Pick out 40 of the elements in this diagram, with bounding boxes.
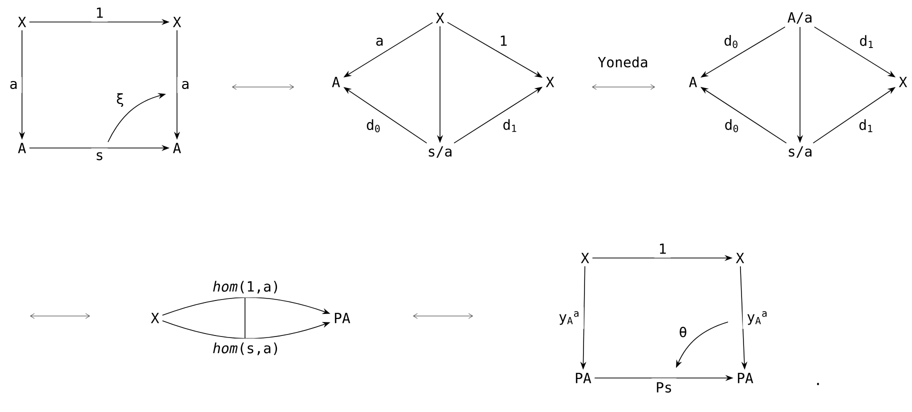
object-label: PA <box>738 372 754 384</box>
edge-label: d$_{0}$ <box>720 115 744 136</box>
object-label: A <box>689 76 697 88</box>
edge-label: y$_{A}$a <box>554 307 584 329</box>
object-label: X <box>580 252 590 264</box>
object-label: PA <box>334 312 350 324</box>
edge-label: d$_{0}$ <box>720 30 743 52</box>
object-label: s/a <box>428 146 452 158</box>
two-cell-label: θ <box>680 326 686 338</box>
edge-label: 1 <box>91 4 108 22</box>
object-label: X <box>546 76 554 88</box>
object-label: A/a <box>788 12 812 24</box>
object-label: A <box>18 142 26 154</box>
edge-label: a <box>177 76 194 94</box>
object-label: PA <box>576 372 592 384</box>
edge-label: a <box>5 76 22 94</box>
object-label: X <box>436 12 444 24</box>
object-label: X <box>172 16 182 28</box>
edge-label: 1 <box>495 32 512 50</box>
object-label: X <box>736 252 744 264</box>
object-label: X <box>150 312 160 324</box>
equivalence-label: Yoneda <box>598 56 648 68</box>
two-cell-label: ξ <box>116 93 124 107</box>
edge-label: y$_{A}$a <box>742 307 772 329</box>
object-label: X <box>18 16 26 28</box>
edge-label: d$_{1}$ <box>498 115 522 136</box>
object-label: A <box>173 142 181 154</box>
edge-label: Ps <box>652 378 676 397</box>
edge-label: s <box>91 148 108 164</box>
period-mark: . <box>817 382 819 386</box>
edge-label: d$_{1}$ <box>854 115 878 136</box>
object-label: A <box>332 76 340 88</box>
object-label: s/a <box>788 146 812 158</box>
edge-label: d$_{1}$ <box>855 31 878 52</box>
edge-label: a <box>371 34 388 50</box>
edge-label: hom(s,a) <box>208 338 284 360</box>
edge-label: hom(1,a) <box>208 276 284 298</box>
edge-label: d$_{0}$ <box>362 115 385 136</box>
edge-label: 1 <box>654 240 671 258</box>
object-label: X <box>898 76 908 88</box>
